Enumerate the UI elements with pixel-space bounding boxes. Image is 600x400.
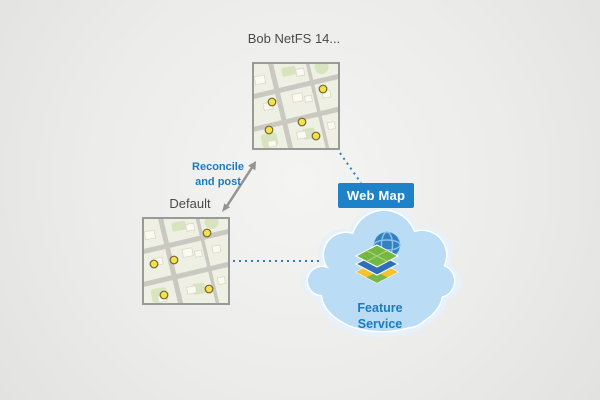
version-map-image <box>254 64 338 148</box>
map-roads <box>254 64 338 148</box>
map-points <box>149 228 214 300</box>
default-map-image <box>144 219 228 303</box>
map-point <box>311 131 321 141</box>
web-map-badge: Web Map <box>338 183 414 208</box>
map-point <box>159 290 169 300</box>
version-map-thumbnail <box>252 62 340 150</box>
map-roads <box>144 219 228 303</box>
default-map-label: Default <box>169 196 211 211</box>
map-point <box>267 97 277 107</box>
map-point <box>149 259 159 269</box>
default-map-thumbnail <box>142 217 230 305</box>
feature-service-label: Feature Service <box>357 301 403 332</box>
dotted-connector-webmap-icon <box>339 152 362 184</box>
feature-service-layers-icon <box>354 231 401 284</box>
map-point <box>204 284 214 294</box>
map-buildings <box>144 222 226 303</box>
map-points <box>264 84 328 141</box>
layer-top <box>354 244 400 268</box>
version-map-label: Bob NetFS 14... <box>247 31 341 46</box>
map-point <box>202 228 212 238</box>
map-point <box>169 255 179 265</box>
map-point <box>264 125 274 135</box>
map-basemap <box>144 219 228 303</box>
map-point <box>297 117 307 127</box>
map-point <box>318 84 328 94</box>
reconcile-post-label: Reconcile and post <box>192 161 244 188</box>
